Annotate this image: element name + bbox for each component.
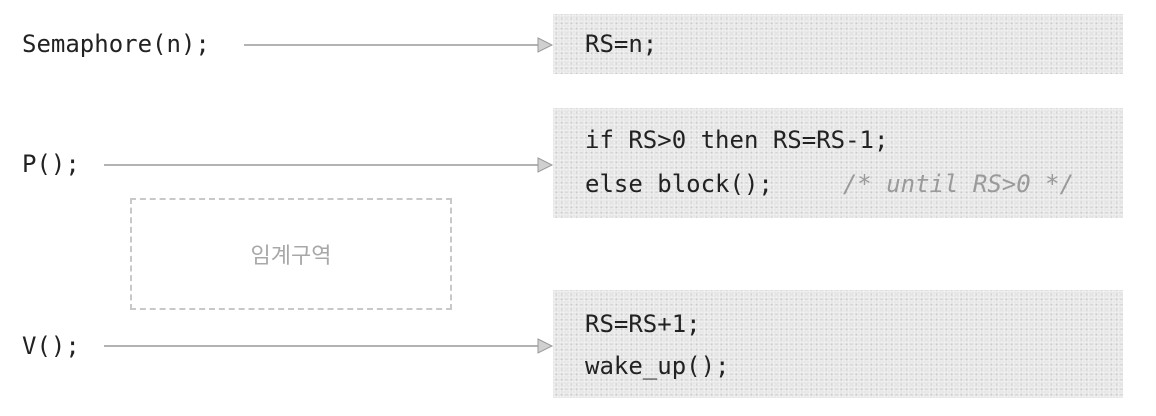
p-call-label: P(); <box>22 150 80 178</box>
v-code-block: RS=RS+1; wake_up(); <box>553 290 1123 398</box>
semaphore-call-label: Semaphore(n); <box>22 30 210 58</box>
critical-section-label: 임계구역 <box>250 244 332 269</box>
p-line-1: if RS>0 then RS=RS-1; <box>585 126 889 154</box>
v-line-1: RS=RS+1; <box>585 310 701 338</box>
v-call-label: V(); <box>22 332 80 360</box>
v-line-2: wake_up(); <box>585 352 730 380</box>
p-code-block: if RS>0 then RS=RS-1; else block(); /* un… <box>553 108 1123 218</box>
v-arrow <box>104 338 554 354</box>
p-line-2-comment: /* until RS>0 */ <box>842 170 1075 198</box>
init-line-1: RS=n; <box>585 30 658 58</box>
p-line-2: else block(); /* until RS>0 */ <box>585 168 1074 200</box>
init-code-block: RS=n; <box>553 14 1123 74</box>
semaphore-arrow <box>244 37 554 53</box>
p-line-2-code: else block(); <box>585 170 773 198</box>
p-arrow <box>104 157 554 173</box>
critical-section-box: 임계구역 <box>130 198 452 310</box>
